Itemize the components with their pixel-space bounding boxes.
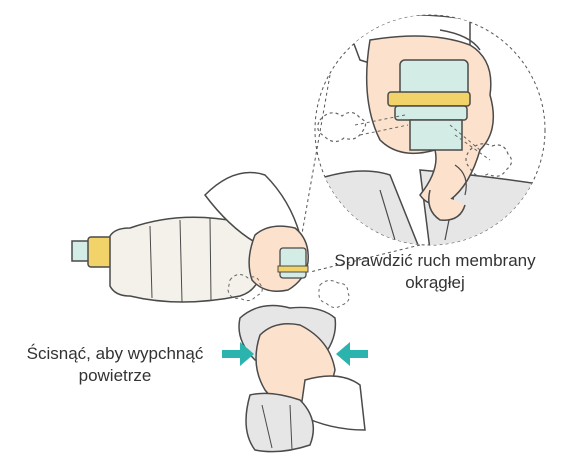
squeeze-bag-label: Ścisnąć, aby wypchnąć powietrze: [0, 343, 230, 387]
squeeze-bag-line-2: powietrze: [0, 365, 230, 387]
check-membrane-label: Sprawdzić ruch membrany okrągłej: [310, 250, 560, 294]
arrow-left-icon: [336, 342, 368, 366]
squeeze-bag-line-1: Ścisnąć, aby wypchnąć: [0, 343, 230, 365]
resuscitator-bag: [72, 217, 262, 302]
mask-and-lower-hand: [239, 306, 365, 452]
check-membrane-line-1: Sprawdzić ruch membrany: [310, 250, 560, 272]
check-membrane-line-2: okrągłej: [310, 272, 560, 294]
